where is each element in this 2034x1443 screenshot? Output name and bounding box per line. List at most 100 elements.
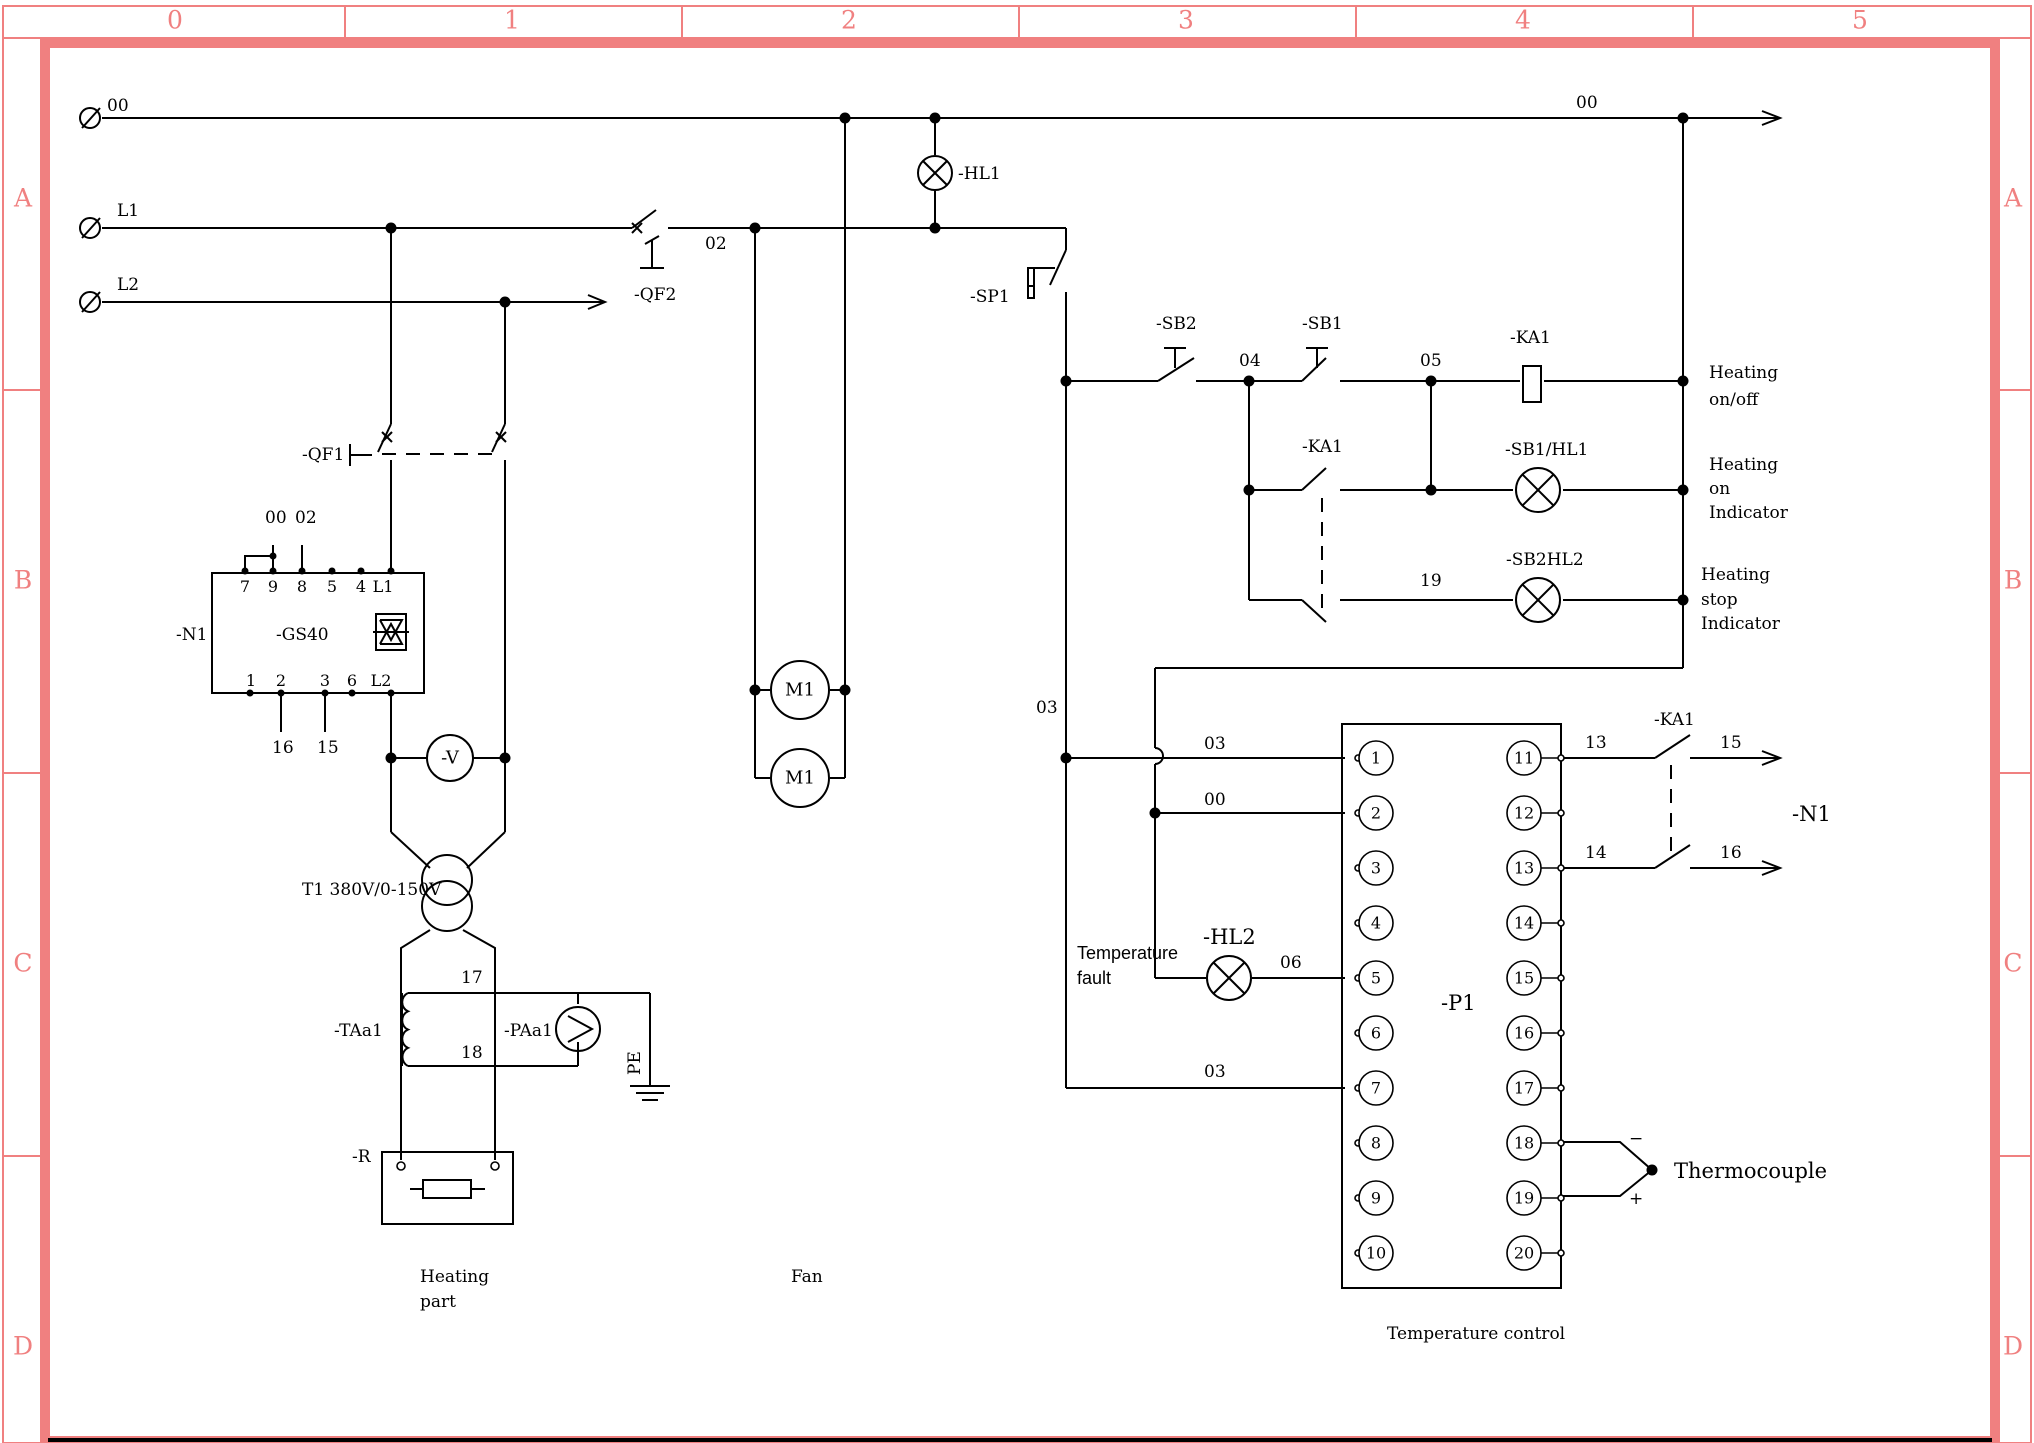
net-05-label: 05	[1420, 351, 1442, 371]
p1-pin-label: 13	[1514, 859, 1534, 878]
gs40-bottom-pin-6: 6	[347, 671, 357, 690]
wire-18-label: 18	[461, 1043, 483, 1063]
sb2-hl2-label: -SB2HL2	[1506, 550, 1584, 570]
p1-pin-label: 14	[1514, 914, 1534, 933]
ammeter	[555, 1006, 601, 1052]
p1-pin-label: 17	[1514, 1079, 1534, 1098]
ka1-coil-label: -KA1	[1510, 328, 1551, 348]
p1-pin-label: 18	[1514, 1134, 1534, 1153]
thermocouple-minus: −	[1629, 1129, 1643, 1149]
qf1-handle	[349, 431, 507, 466]
terminal-symbols	[79, 107, 101, 313]
p1-pin-left-9: 9	[1354, 1180, 1394, 1216]
voltmeter-label: -V	[441, 748, 460, 769]
grid-col-1: 1	[504, 6, 520, 35]
sb1-hl1-label: -SB1/HL1	[1505, 440, 1588, 460]
gs40-wire-16: 16	[272, 738, 294, 758]
hl1-label: -HL1	[958, 164, 1001, 184]
grid-row-c-left: C	[13, 949, 32, 978]
grid-col-4: 4	[1515, 6, 1531, 35]
net-19-label: 19	[1420, 571, 1442, 591]
motor-m1-bottom	[770, 748, 830, 808]
thermocouple-label: Thermocouple	[1674, 1159, 1827, 1183]
grid-col-0: 0	[167, 6, 183, 35]
grid-row-d-left: D	[13, 1332, 33, 1361]
gs40-wire-00: 00	[265, 508, 287, 528]
p1-pin-label: 6	[1371, 1024, 1381, 1043]
p1-pin-label: 9	[1371, 1189, 1381, 1208]
gs40-top-pin-8: 8	[297, 577, 307, 596]
labels-fan: M1 M1 Fan	[785, 680, 823, 1288]
temperature-fault-line1: Temperature	[1077, 943, 1178, 963]
drawing-frame: 0 1 2 3 4 5 A B C D A B C D	[2, 5, 2032, 1443]
gs40-wire-02: 02	[295, 508, 317, 528]
grid-col-5: 5	[1852, 6, 1868, 35]
hl2-lamp	[1206, 955, 1252, 1001]
p1-pin-label: 7	[1371, 1079, 1381, 1098]
grid-row-b-left: B	[14, 566, 32, 595]
sb1-button-handle	[1306, 347, 1328, 368]
sb1-hl1-lamp	[1515, 467, 1561, 513]
p1-pin-right-20: 20	[1506, 1235, 1565, 1271]
junction-dots	[241, 112, 1689, 1176]
p1-pin-label: 12	[1514, 804, 1534, 823]
gs40-bottom-pin-l2: L2	[371, 671, 392, 690]
wire-03-top-label: 03	[1204, 734, 1226, 754]
heating-stop-indicator-line2: stop	[1701, 590, 1738, 610]
heating-on-indicator-line3: Indicator	[1709, 503, 1789, 523]
temperature-fault-line2: fault	[1077, 968, 1111, 988]
fan-caption: Fan	[791, 1267, 823, 1287]
wire-03-bottom-label: 03	[1204, 1062, 1226, 1082]
p1-pin-left-10: 10	[1354, 1235, 1394, 1271]
hl2-label: -HL2	[1203, 925, 1256, 949]
gs40-top-pin-4: 4	[356, 577, 366, 596]
output-14-label: 14	[1585, 843, 1607, 863]
current-transformer	[401, 992, 411, 1067]
heating-stop-indicator-line1: Heating	[1701, 565, 1770, 585]
transformer-label: T1 380V/0-150V	[302, 880, 442, 900]
sb2-label: -SB2	[1156, 314, 1197, 334]
grid-col-2: 2	[841, 6, 857, 35]
p1-pin-label: 5	[1371, 969, 1381, 988]
labels-heating: -V T1 380V/0-150V -TAa1 -PAa1 17 18 PE -…	[302, 748, 645, 1313]
terminal-00-label: 00	[107, 96, 129, 116]
labels-gs40: -GS40 -N1 7 9 8 5 4 L1 1 2 3 6 L2 00 02 …	[176, 508, 393, 758]
heating-onoff-line2: on/off	[1709, 390, 1760, 410]
sp1-switch-handle	[1027, 267, 1055, 299]
p1-pin-label: 1	[1371, 749, 1381, 768]
p1-pin-left-4: 4	[1354, 905, 1394, 941]
grid-row-a-left: A	[13, 184, 33, 213]
grid-row-a-right: A	[2003, 184, 2023, 213]
grid-row-b-right: B	[2004, 566, 2022, 595]
sb2-hl2-lamp	[1515, 577, 1561, 623]
p1-pin-left-1: 1	[1354, 740, 1394, 776]
qf1-label: -QF1	[302, 445, 344, 465]
gs40-top-pin-l1: L1	[373, 577, 394, 596]
gs40-top-pin-9: 9	[268, 577, 278, 596]
wiring	[102, 110, 1783, 1289]
p1-pin-label: 3	[1371, 859, 1381, 878]
gs40-top-pin-5: 5	[327, 577, 337, 596]
gs40-bottom-pin-1: 1	[246, 671, 256, 690]
p1-label: -P1	[1441, 991, 1476, 1015]
p1-pin-right-15: 15	[1506, 960, 1565, 996]
ammeter-label: -PAa1	[504, 1021, 553, 1041]
net-00-right-label: 00	[1576, 93, 1598, 113]
motor-m1-bottom-label: M1	[785, 768, 815, 789]
output-16-label: 16	[1720, 843, 1742, 863]
p1-pin-label: 20	[1514, 1244, 1534, 1263]
p1-pin-left-2: 2	[1354, 795, 1394, 831]
gs40-top-pin-7: 7	[240, 577, 250, 596]
temperature-control-caption: Temperature control	[1387, 1324, 1565, 1344]
ka1-contact-label: -KA1	[1302, 437, 1343, 457]
p1-pin-right-18: 18	[1506, 1125, 1565, 1161]
p1-pin-label: 2	[1371, 804, 1381, 823]
gs40-bottom-pin-2: 2	[276, 671, 286, 690]
labels-power: 00 L1 L2 00 02 -QF2 -QF1 -HL1	[107, 93, 1598, 465]
p1-pin-right-11: 11	[1506, 740, 1565, 776]
output-13-label: 13	[1585, 733, 1607, 753]
output-ka1-label: -KA1	[1654, 710, 1695, 730]
transformer-t1	[421, 854, 473, 932]
